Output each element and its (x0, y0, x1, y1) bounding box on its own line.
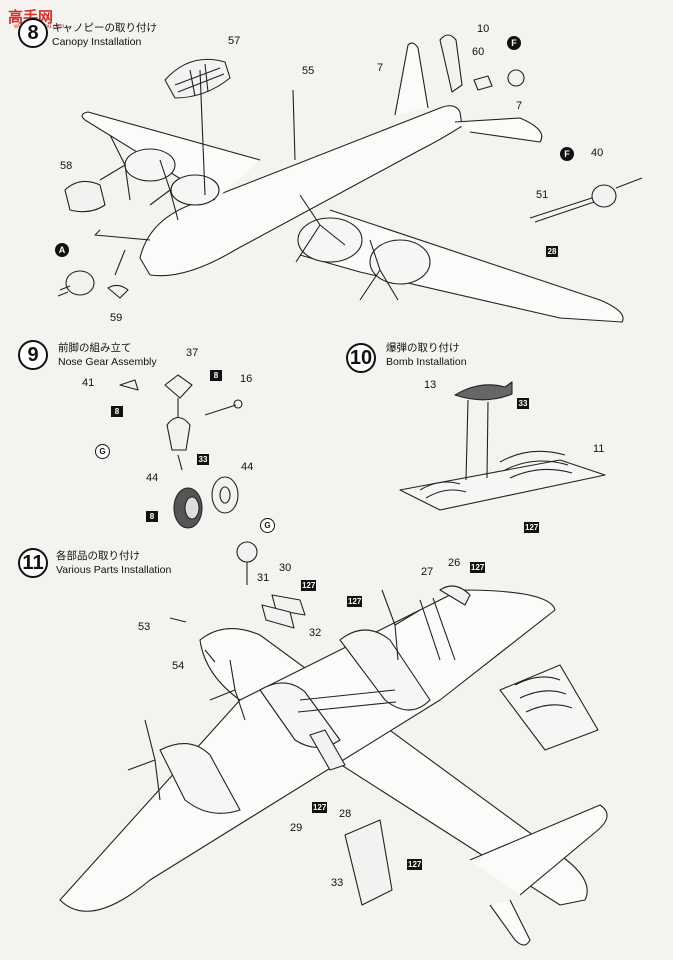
badge-127-part29: 127 (312, 802, 328, 813)
step-11-number: 11 (18, 548, 48, 578)
part-label-7-fin: 7 (377, 62, 384, 74)
part-label-37: 37 (186, 347, 199, 359)
part-label-44-right: 44 (241, 461, 254, 473)
step-8-title-en: Canopy Installation (52, 36, 142, 48)
part-label-7-stabilizer: 7 (516, 100, 523, 112)
badge-8-strut: 8 (210, 370, 222, 381)
part-label-16: 16 (240, 373, 253, 385)
part-label-31: 31 (257, 572, 270, 584)
part-label-41: 41 (82, 377, 95, 389)
step9-nose-gear-drawing (119, 374, 243, 529)
part-label-40: 40 (591, 147, 604, 159)
badge-8-wheel: 8 (146, 511, 158, 522)
part-label-13: 13 (424, 379, 437, 391)
badge-127-bay: 127 (347, 596, 363, 607)
part-label-59: 59 (110, 312, 123, 324)
marker-F-gun: F (560, 147, 574, 161)
step11-aircraft-drawing (59, 541, 608, 946)
part-label-26: 26 (448, 557, 461, 569)
part-label-28: 28 (339, 808, 352, 820)
part-label-58: 58 (60, 160, 73, 172)
step-11-title-en: Various Parts Installation (56, 564, 172, 576)
marker-G-gun: G (260, 518, 275, 533)
part-label-32: 32 (309, 627, 322, 639)
part-label-11: 11 (593, 443, 605, 455)
part-label-29: 29 (290, 822, 303, 834)
step-9-title-en: Nose Gear Assembly (58, 356, 157, 368)
part-label-51: 51 (536, 189, 549, 201)
badge-28: 28 (546, 246, 558, 257)
step-8-number: 8 (18, 18, 48, 48)
part-label-27: 27 (421, 566, 434, 578)
badge-127-part30: 127 (301, 580, 317, 591)
marker-A-nose: A (55, 243, 69, 257)
part-label-57: 57 (228, 35, 241, 47)
step-10-title-en: Bomb Installation (386, 356, 467, 368)
part-label-60: 60 (472, 46, 485, 58)
part-label-33-door: 33 (331, 877, 344, 889)
step-10-title-jp: 爆弾の取り付け (386, 342, 460, 354)
step8-aircraft-drawing (57, 34, 643, 323)
step-9-number: 9 (18, 340, 48, 370)
part-label-55: 55 (302, 65, 315, 77)
badge-33-bomb: 33 (517, 398, 529, 409)
badge-33: 33 (197, 454, 209, 465)
part-label-53: 53 (138, 621, 151, 633)
badge-8-part41: 8 (111, 406, 123, 417)
badge-127-rack: 127 (524, 522, 540, 533)
badge-127-part26: 127 (470, 562, 486, 573)
step-8-title-jp: キャノピーの取り付け (52, 22, 157, 34)
step10-bomb-drawing (399, 381, 606, 511)
part-label-10: 10 (477, 23, 490, 35)
part-label-54: 54 (172, 660, 185, 672)
marker-F-tail-gun: F (507, 36, 521, 50)
part-label-30: 30 (279, 562, 292, 574)
step-9-title-jp: 前脚の組み立て (58, 342, 132, 354)
badge-127-part33: 127 (407, 859, 423, 870)
part-label-44-left: 44 (146, 472, 159, 484)
step-10-number: 10 (346, 343, 376, 373)
marker-G: G (95, 444, 110, 459)
step-11-title-jp: 各部品の取り付け (56, 550, 140, 562)
